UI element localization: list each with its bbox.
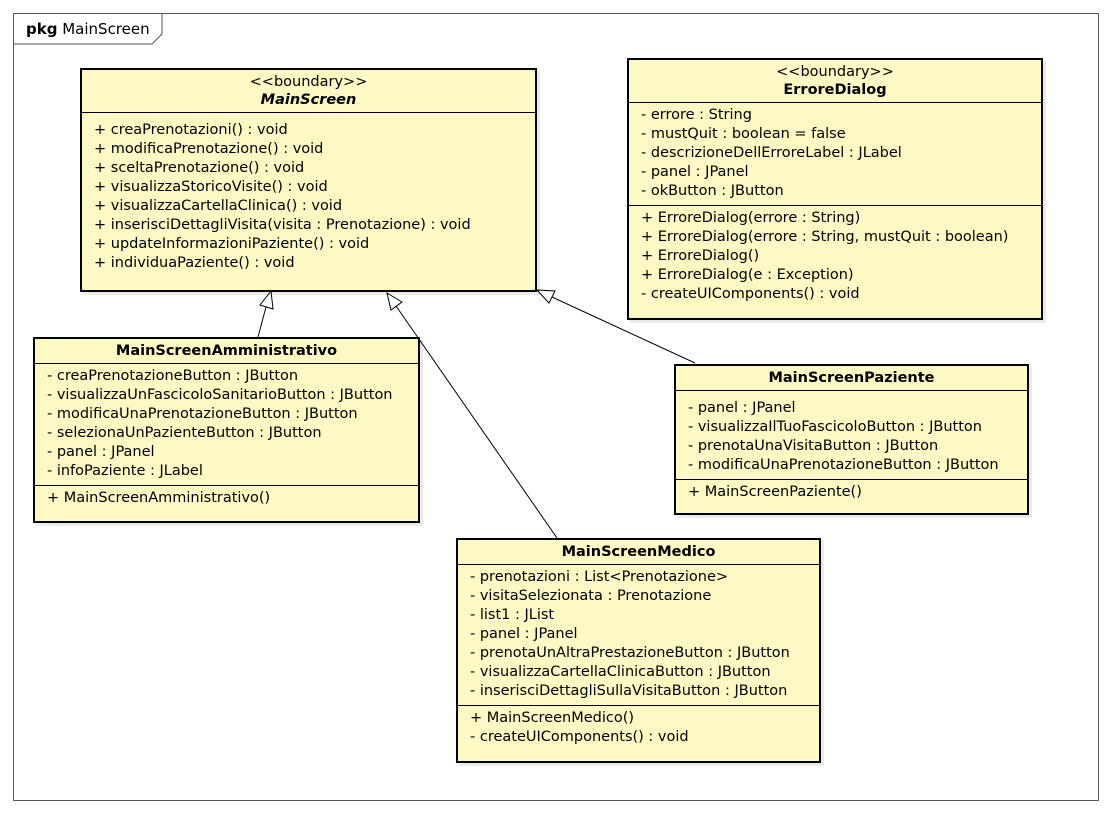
class-name: MainScreenMedico [561, 544, 716, 560]
operation: - createUIComponents() : void [470, 729, 689, 745]
attributes-compartment: - prenotazioni : List<Prenotazione> - vi… [458, 565, 819, 706]
class-header: MainScreenMedico [458, 540, 819, 565]
attribute: - mustQuit : boolean = false [641, 126, 846, 142]
attribute: - inserisciDettagliSullaVisitaButton : J… [470, 683, 788, 699]
operations-compartment: + MainScreenAmministrativo() [35, 486, 418, 512]
class-name: MainScreenAmministrativo [115, 343, 338, 359]
operation: + sceltaPrenotazione() : void [94, 160, 305, 176]
attribute: - okButton : JButton [641, 183, 784, 199]
class-mainscreenmedico[interactable]: MainScreenMedico - prenotazioni : List<P… [456, 538, 821, 763]
operation: + visualizzaStoricoVisite() : void [94, 179, 328, 195]
attribute: - descrizioneDellErroreLabel : JLabel [641, 145, 902, 161]
operation: + MainScreenMedico() [470, 710, 635, 726]
operations-compartment: + creaPrenotazioni() : void + modificaPr… [82, 113, 535, 277]
operation: - createUIComponents() : void [641, 286, 860, 302]
class-name: ErroreDialog [783, 82, 887, 98]
operation: + MainScreenPaziente() [688, 484, 862, 500]
attribute: - modificaUnaPrenotazioneButton : JButto… [47, 406, 358, 422]
attribute: - visualizzaIlTuoFascicoloButton : JButt… [688, 419, 982, 435]
attribute: - selezionaUnPazienteButton : JButton [47, 425, 322, 441]
generalization-paziente-line [551, 296, 696, 364]
generalization-amministrativo-arrowhead [259, 289, 274, 310]
generalization-paziente-arrowhead [535, 289, 556, 304]
attribute: - panel : JPanel [47, 444, 155, 460]
class-header: MainScreenAmministrativo [35, 339, 418, 364]
stereotype: <<boundary>> [776, 64, 894, 80]
operation: + visualizzaCartellaClinica() : void [94, 198, 343, 214]
class-mainscreenamministrativo[interactable]: MainScreenAmministrativo - creaPrenotazi… [33, 337, 420, 523]
attribute: - visitaSelezionata : Prenotazione [470, 588, 712, 604]
class-header: MainScreenPaziente [676, 366, 1027, 391]
attribute: - prenotaUnaVisitaButton : JButton [688, 438, 939, 454]
generalization-medico-line [395, 305, 558, 539]
attributes-compartment: - creaPrenotazioneButton : JButton - vis… [35, 364, 418, 486]
operation: + inserisciDettagliVisita(visita : Preno… [94, 217, 471, 233]
operation: + ErroreDialog(errore : String, mustQuit… [641, 229, 1009, 245]
operation: + updateInformazioniPaziente() : void [94, 236, 370, 252]
attribute: - panel : JPanel [641, 164, 749, 180]
attribute: - visualizzaUnFascicoloSanitarioButton :… [47, 387, 393, 403]
attribute: - modificaUnaPrenotazioneButton : JButto… [688, 457, 999, 473]
attribute: - prenotaUnAltraPrestazioneButton : JBut… [470, 645, 790, 661]
attribute: - infoPaziente : JLabel [47, 463, 203, 479]
attribute: - panel : JPanel [470, 626, 578, 642]
operation: + MainScreenAmministrativo() [47, 490, 271, 506]
operations-compartment: + MainScreenMedico() - createUIComponent… [458, 706, 819, 751]
operation: + individuaPaziente() : void [94, 255, 295, 271]
attributes-compartment: - panel : JPanel - visualizzaIlTuoFascic… [676, 391, 1027, 480]
attribute: - errore : String [641, 107, 752, 123]
class-header: <<boundary>> ErroreDialog [629, 60, 1041, 103]
operations-compartment: + MainScreenPaziente() [676, 480, 1027, 506]
package-tab [13, 13, 163, 45]
attribute: - panel : JPanel [688, 400, 796, 416]
attribute: - creaPrenotazioneButton : JButton [47, 368, 299, 384]
package-label: pkg MainScreen [26, 20, 150, 38]
generalization-amministrativo-line [257, 306, 267, 338]
class-mainscreenpaziente[interactable]: MainScreenPaziente - panel : JPanel - vi… [674, 364, 1029, 515]
operation: + ErroreDialog(errore : String) [641, 210, 861, 226]
class-header: <<boundary>> MainScreen [82, 70, 535, 113]
operation: + modificaPrenotazione() : void [94, 141, 324, 157]
generalization-medico-arrowhead [386, 291, 403, 311]
attribute: - prenotazioni : List<Prenotazione> [470, 569, 729, 585]
operation: + creaPrenotazioni() : void [94, 122, 288, 138]
class-name: MainScreen [260, 92, 357, 108]
package-keyword: pkg [26, 20, 58, 38]
class-erroredialog[interactable]: <<boundary>> ErroreDialog - errore : Str… [627, 58, 1043, 320]
operation: + ErroreDialog(e : Exception) [641, 267, 854, 283]
class-name: MainScreenPaziente [768, 370, 935, 386]
stereotype: <<boundary>> [249, 74, 368, 90]
operations-compartment: + ErroreDialog(errore : String) + Errore… [629, 206, 1041, 308]
package-name: MainScreen [62, 20, 150, 38]
attributes-compartment: - errore : String - mustQuit : boolean =… [629, 103, 1041, 206]
class-mainscreen[interactable]: <<boundary>> MainScreen + creaPrenotazio… [80, 68, 537, 292]
package-frame [13, 13, 1099, 801]
operation: + ErroreDialog() [641, 248, 760, 264]
attribute: - list1 : JList [470, 607, 555, 623]
attribute: - visualizzaCartellaClinicaButton : JBut… [470, 664, 771, 680]
